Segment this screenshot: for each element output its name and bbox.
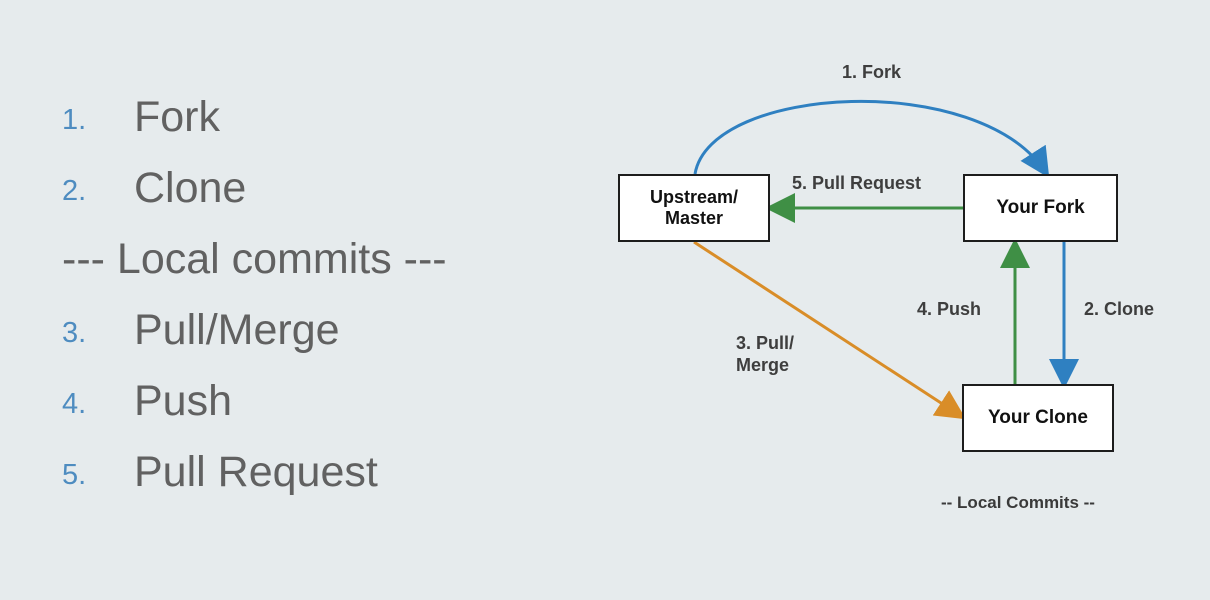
- step-2: 2. Clone: [62, 153, 532, 224]
- upstream-master-label: Upstream/ Master: [650, 187, 738, 228]
- fork-edge-label: 1. Fork: [842, 62, 902, 82]
- clone-edge-label: 2. Clone: [1084, 299, 1155, 319]
- master-line: Master: [664, 208, 724, 228]
- local-commits-divider: --- Local commits ---: [62, 235, 447, 283]
- pull-merge-line-2: Merge: [736, 354, 790, 375]
- step-1: 1. Fork: [62, 82, 532, 153]
- push-edge-label: 4. Push: [917, 299, 982, 319]
- pull-merge-arrow: [693, 240, 967, 420]
- fork-arrow: [693, 100, 1050, 179]
- steps-list: 1. Fork 2. Clone --- Local commits --- 3…: [62, 82, 532, 508]
- step-3: 3. Pull/Merge: [62, 295, 532, 366]
- step-4: 4. Push: [62, 366, 532, 437]
- your-fork-node: Your Fork: [963, 174, 1118, 242]
- step-number: 4.: [62, 388, 87, 420]
- step-text: Fork: [134, 93, 220, 141]
- upstream-master-node: Upstream/ Master: [618, 174, 770, 242]
- pull-merge-line-1: 3. Pull/: [736, 333, 795, 353]
- step-text: Clone: [134, 164, 247, 212]
- step-number: 1.: [62, 104, 87, 136]
- step-number: 2.: [62, 175, 87, 207]
- pull-merge-edge-label: 3. Pull/ Merge: [736, 333, 794, 376]
- pull-request-edge-label: 5. Pull Request: [792, 173, 922, 193]
- step-text: Pull/Merge: [134, 306, 340, 354]
- your-clone-node: Your Clone: [962, 384, 1114, 452]
- step-5: 5. Pull Request: [62, 437, 532, 508]
- step-number: 5.: [62, 459, 87, 491]
- local-commits-note: -- Local Commits --: [941, 493, 1095, 512]
- step-text: Push: [134, 377, 233, 425]
- upstream-line: Upstream/: [649, 187, 739, 208]
- step-number: 3.: [62, 317, 87, 349]
- step-text: Pull Request: [134, 448, 378, 496]
